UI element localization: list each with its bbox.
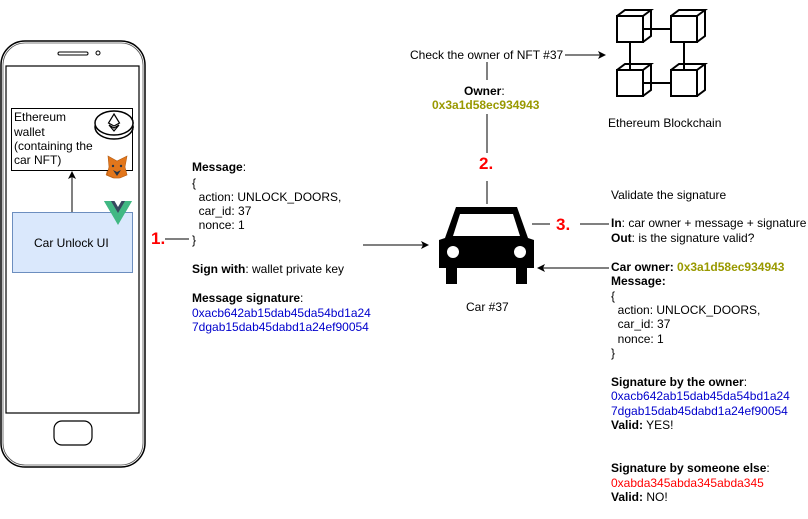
message-line-4: nonce: 1 [192, 218, 245, 232]
blockchain-icon [616, 9, 708, 97]
owner-sig-line-1: 0xacb642ab15dab45da54bd1a24 [611, 389, 790, 403]
validate-title: Validate the signature [611, 188, 727, 202]
car-owner-label: Car owner [611, 260, 670, 274]
validation-message-line-5: } [611, 346, 616, 360]
message-label: Message [192, 160, 243, 174]
else-sig-heading: Signature by someone else: [611, 461, 770, 475]
message-line-1: { [192, 176, 197, 190]
wallet-text-3: (containing the [14, 139, 93, 153]
signature-heading: Message signature: [192, 291, 304, 305]
wallet-text-4: car NFT) [14, 153, 62, 167]
validate-in-label: In [611, 216, 622, 230]
else-sig-label: Signature by someone else [611, 461, 767, 475]
sign-with-label: Sign with [192, 262, 246, 276]
owner-address: 0x3a1d58ec934943 [432, 98, 540, 112]
owner-label: Owner [464, 84, 502, 98]
check-owner-text: Check the owner of NFT #37 [410, 48, 564, 62]
car-label: Car #37 [466, 300, 509, 314]
validate-out-value: : is the signature valid? [631, 231, 755, 245]
wallet-text-2: wallet [14, 125, 45, 139]
validate-in: In: car owner + message + signature [611, 216, 806, 230]
validation-message-line-4: nonce: 1 [611, 332, 664, 346]
step-3-label: 3. [556, 215, 571, 234]
signature-line-1: 0xacb642ab15dab45da54bd1a24 [192, 306, 371, 320]
sign-with-value: : wallet private key [245, 262, 345, 276]
validation-message-line-3: car_id: 37 [611, 317, 671, 331]
owner-heading: Owner: [464, 84, 505, 98]
owner-sig-heading: Signature by the owner: [611, 375, 748, 389]
validation-message-label: Message [611, 274, 662, 288]
owner-valid-row: Valid: YES! [611, 418, 673, 432]
car-icon [439, 207, 534, 284]
message-line-3: car_id: 37 [192, 204, 252, 218]
else-valid-label: Valid: [611, 490, 644, 504]
else-sig-value: 0xabda345abda345abda345 [611, 476, 764, 490]
else-valid-row: Valid: NO! [611, 490, 668, 504]
owner-valid-value: YES! [643, 418, 674, 432]
validate-out: Out: is the signature valid? [611, 231, 754, 245]
step-2-label: 2. [479, 154, 494, 173]
else-valid-value: NO! [643, 490, 668, 504]
validation-message-line-1: { [611, 289, 616, 303]
blockchain-label: Ethereum Blockchain [608, 116, 722, 130]
validation-message-line-2: action: UNLOCK_DOORS, [611, 303, 761, 317]
message-heading: Message: [192, 160, 247, 174]
owner-sig-label: Signature by the owner [611, 375, 744, 389]
validate-in-value: : car owner + message + signature [621, 216, 807, 230]
owner-sig-line-2: 7dgab15dab45dabd1a24ef90054 [611, 404, 788, 418]
signature-label: Message signature [192, 291, 301, 305]
car-owner-address: 0x3a1d58ec934943 [677, 260, 785, 274]
validation-message-heading: Message: [611, 274, 666, 288]
step-1-label: 1. [151, 229, 166, 248]
car-owner-row: Car owner: 0x3a1d58ec934943 [611, 260, 785, 274]
signature-line-2: 7dgab15dab45dabd1a24ef90054 [192, 320, 369, 334]
owner-valid-label: Valid: [611, 418, 644, 432]
message-line-2: action: UNLOCK_DOORS, [192, 190, 342, 204]
sign-with-text: Sign with: wallet private key [192, 262, 344, 276]
validate-out-label: Out [611, 231, 632, 245]
message-line-5: } [192, 233, 197, 247]
car-unlock-ui-label: Car Unlock UI [34, 236, 109, 250]
wallet-text-1: Ethereum [14, 110, 67, 124]
